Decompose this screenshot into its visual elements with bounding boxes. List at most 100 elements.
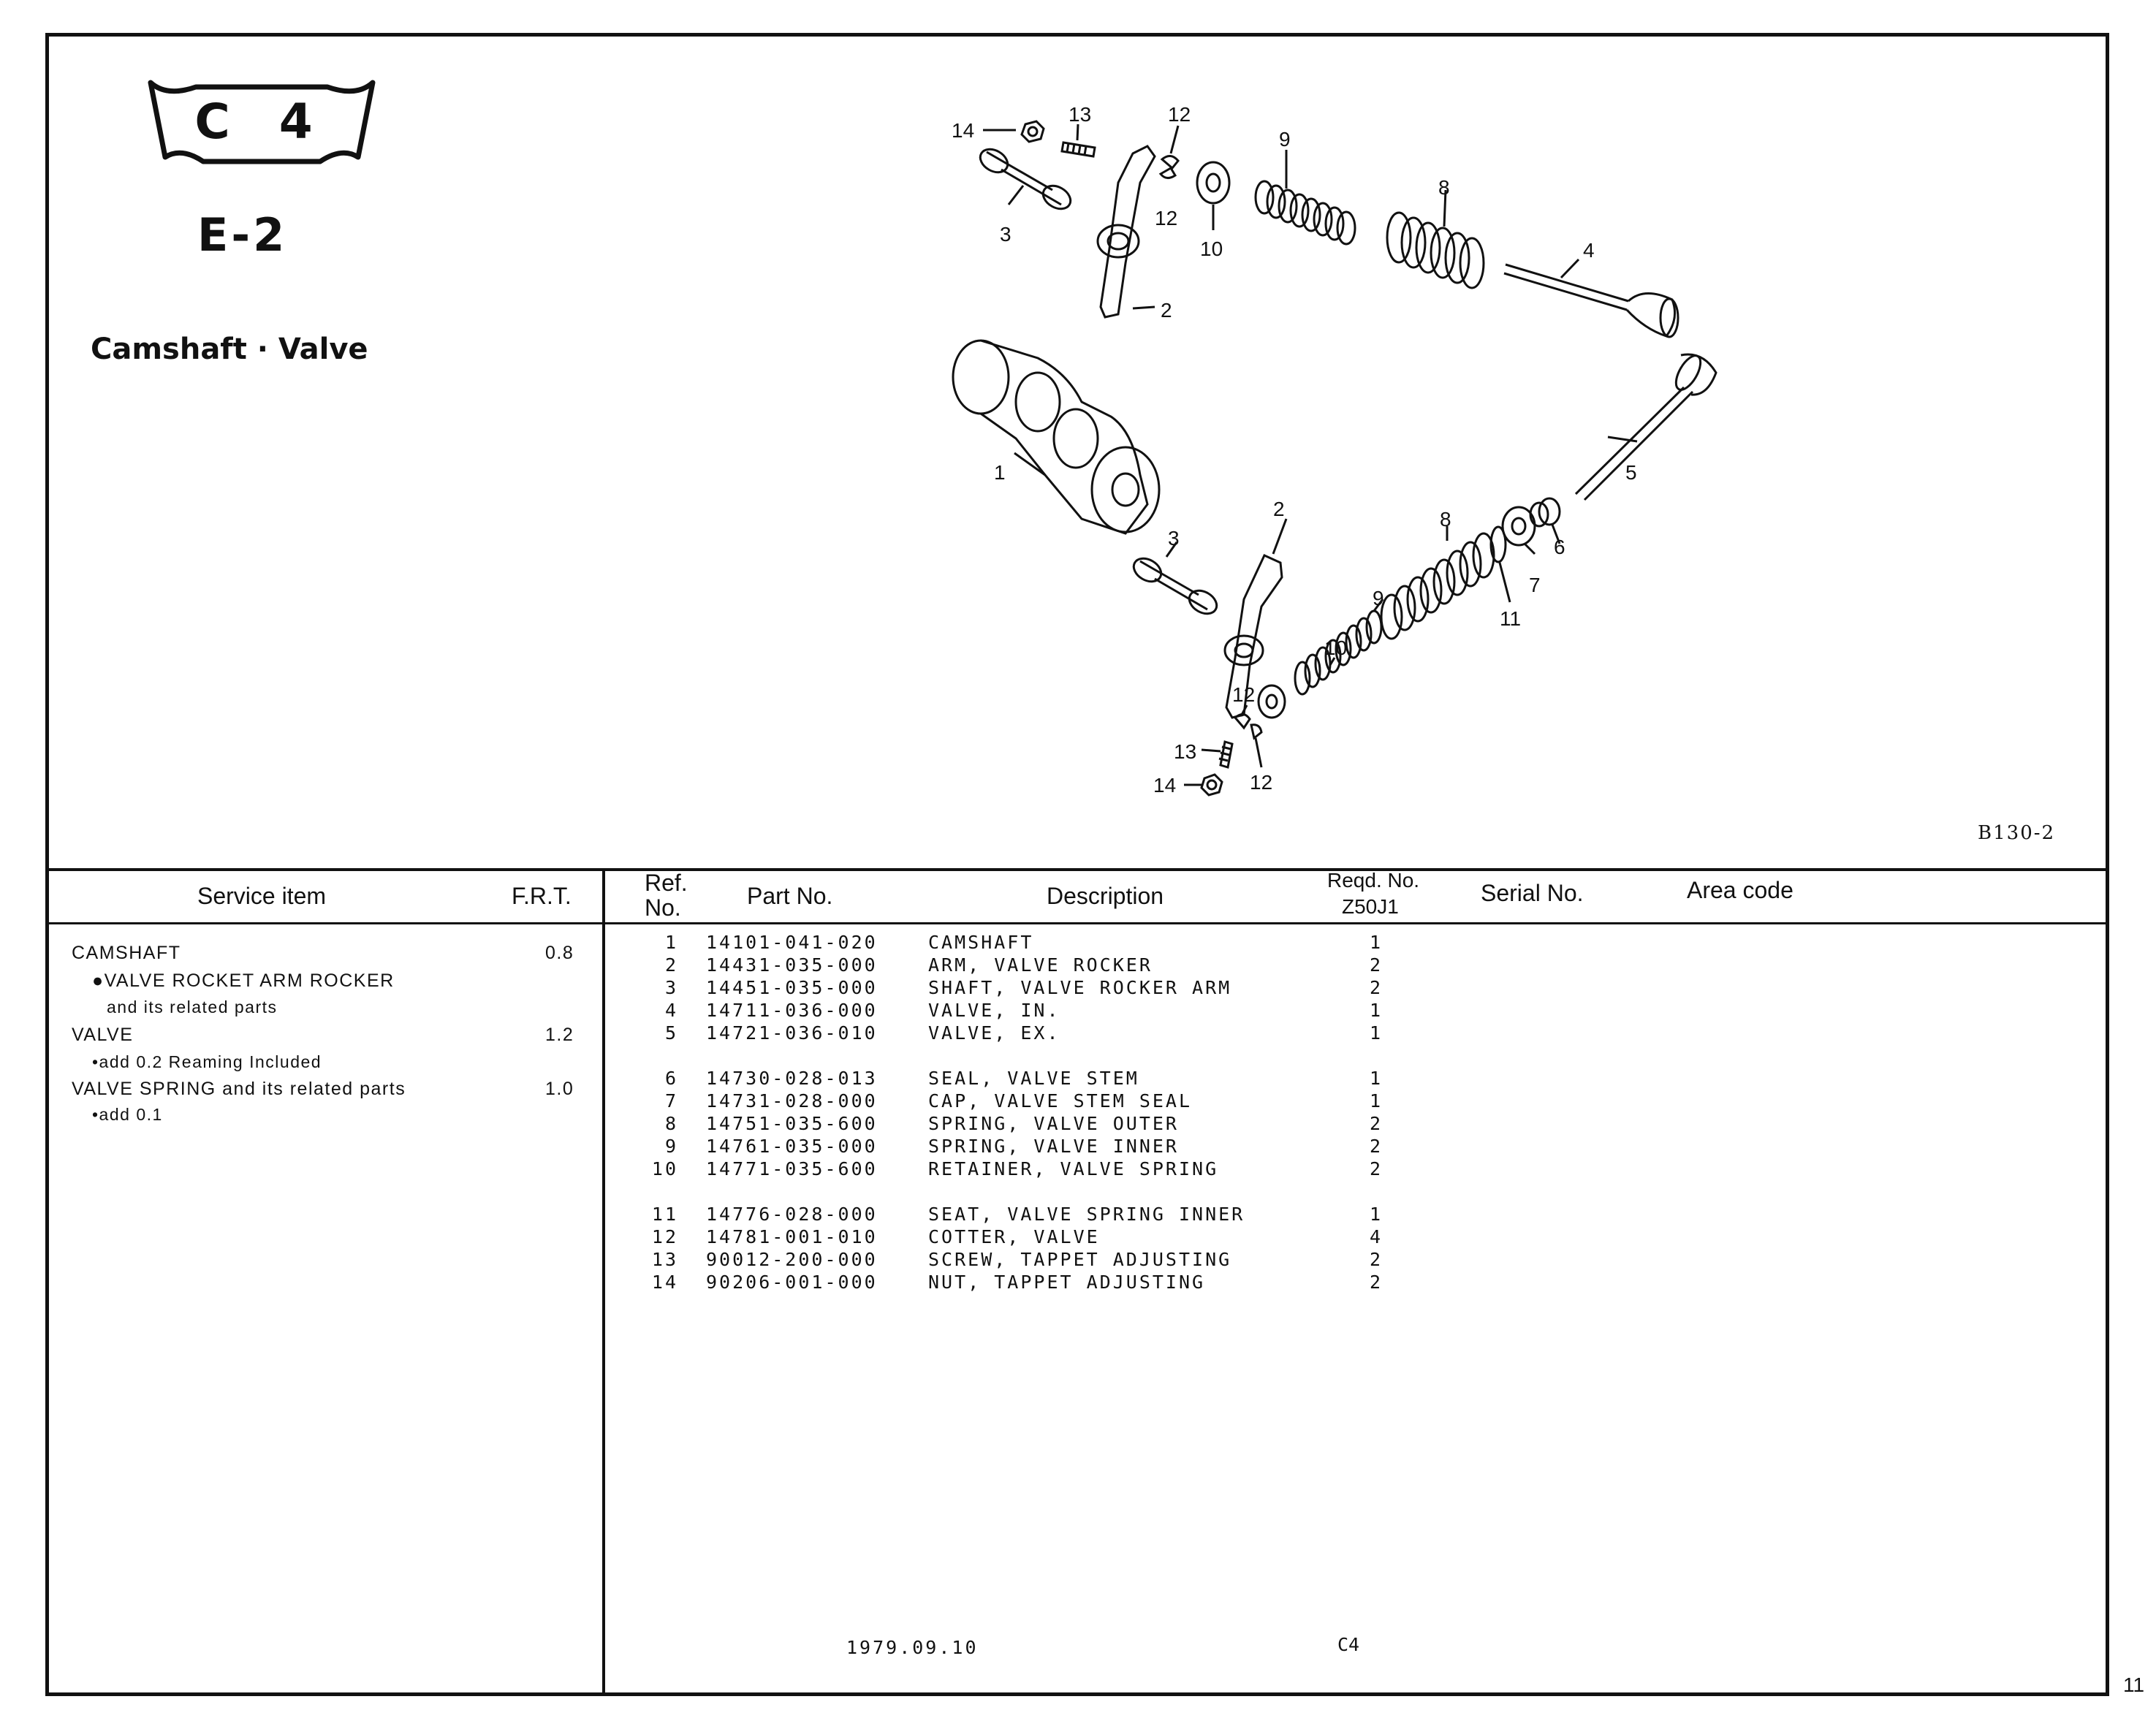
callout: 11	[1500, 607, 1521, 630]
callout: 13	[1174, 740, 1196, 763]
callout: 6	[1554, 536, 1565, 558]
description: SEAL, VALVE STEM	[928, 1068, 1139, 1089]
callout: 1	[994, 461, 1006, 484]
exploded-parts-diagram: 14 13 12 12 9 8 3 10 2 4 1 5 8 2 3 6 7 1…	[952, 103, 1717, 797]
ref-no: 6	[664, 1068, 678, 1089]
ref-no: 10	[651, 1158, 678, 1179]
ref-no: 3	[664, 977, 678, 998]
part-no: 14781-001-010	[706, 1226, 878, 1247]
part-no: 14451-035-000	[706, 977, 878, 998]
description: SCREW, TAPPET ADJUSTING	[928, 1249, 1232, 1270]
description: VALVE, IN.	[928, 1000, 1060, 1021]
service-frt: 0.8	[545, 943, 574, 963]
service-item: CAMSHAFT	[72, 943, 181, 963]
header-frt: F.R.T.	[512, 883, 572, 909]
quantity: 2	[1370, 1136, 1383, 1157]
rocker-arm-lower	[1223, 554, 1283, 719]
ref-no: 2	[664, 954, 678, 976]
description: NUT, TAPPET ADJUSTING	[928, 1272, 1206, 1293]
header-area-code: Area code	[1687, 877, 1793, 903]
service-item: VALVE	[72, 1025, 134, 1045]
rocker-arm-upper	[1096, 145, 1156, 319]
ref-no: 7	[664, 1090, 678, 1112]
quantity: 2	[1370, 954, 1383, 976]
section-badge: C 4	[194, 94, 329, 150]
intake-valve	[1503, 263, 1679, 338]
callout: 7	[1529, 574, 1541, 596]
footer-code: C4	[1337, 1634, 1360, 1655]
ref-no: 5	[664, 1022, 678, 1044]
header-ref: Ref.	[645, 870, 688, 896]
tappet-nut-upper	[1020, 120, 1045, 143]
page-frame	[45, 33, 2109, 1696]
tappet-screw-upper	[1060, 141, 1096, 158]
valve-spring-inner-upper	[1254, 180, 1356, 246]
ref-no: 13	[651, 1249, 678, 1270]
description: COTTER, VALVE	[928, 1226, 1100, 1247]
quantity: 1	[1370, 1090, 1383, 1112]
quantity: 2	[1370, 1249, 1383, 1270]
description: CAP, VALVE STEM SEAL	[928, 1090, 1193, 1112]
rocker-shaft-lower	[1132, 557, 1218, 615]
callout: 12	[1250, 771, 1272, 794]
part-no: 14711-036-000	[706, 1000, 878, 1021]
table-column-divider	[602, 868, 605, 1696]
ref-no: 11	[651, 1204, 678, 1225]
page-title: Camshaft · Valve	[91, 332, 368, 366]
header-part-no: Part No.	[747, 883, 833, 909]
valve-cotter-lower-b	[1250, 723, 1263, 740]
description: SPRING, VALVE INNER	[928, 1136, 1179, 1157]
service-frt: 1.0	[545, 1079, 574, 1099]
header-ref-no: No.	[645, 894, 681, 921]
part-no: 14431-035-000	[706, 954, 878, 976]
description: VALVE, EX.	[928, 1022, 1060, 1044]
callout: 2	[1273, 498, 1285, 520]
quantity: 1	[1370, 1204, 1383, 1225]
header-reqd-no: Reqd. No.	[1327, 869, 1420, 892]
callout: 12	[1232, 683, 1255, 706]
description: SPRING, VALVE OUTER	[928, 1113, 1179, 1134]
quantity: 2	[1370, 977, 1383, 998]
valve-spring-outer-lower	[1380, 532, 1495, 640]
part-no: 14761-035-000	[706, 1136, 878, 1157]
ref-no: 14	[651, 1272, 678, 1293]
part-no: 14101-041-020	[706, 932, 878, 953]
page-number: 11	[2123, 1673, 2145, 1696]
callout: 4	[1583, 239, 1595, 262]
callout: 3	[1000, 223, 1011, 246]
valve-cotter-upper-b	[1158, 166, 1177, 179]
callout: 3	[1168, 527, 1180, 550]
quantity: 1	[1370, 1000, 1383, 1021]
quantity: 4	[1370, 1226, 1383, 1247]
ref-no: 9	[664, 1136, 678, 1157]
description: SEAT, VALVE SPRING INNER	[928, 1204, 1245, 1225]
callout: 8	[1438, 176, 1450, 199]
exhaust-valve	[1574, 353, 1717, 501]
part-no: 14730-028-013	[706, 1068, 878, 1089]
service-item: •add 0.1	[92, 1105, 163, 1124]
part-no: 14776-028-000	[706, 1204, 878, 1225]
valve-stem-seal-cap	[1501, 506, 1536, 547]
valve-spring-outer-upper	[1386, 211, 1485, 289]
valve-cotter-upper-a	[1160, 155, 1180, 170]
description: CAMSHAFT	[928, 932, 1034, 953]
service-item: ●VALVE ROCKET ARM ROCKER	[92, 970, 395, 991]
description: RETAINER, VALVE SPRING	[928, 1158, 1219, 1179]
ref-no: 4	[664, 1000, 678, 1021]
ref-no: 8	[664, 1113, 678, 1134]
part-no: 14751-035-600	[706, 1113, 878, 1134]
callout: 10	[1200, 238, 1223, 260]
rocker-shaft-upper	[979, 148, 1072, 210]
callout: 12	[1155, 207, 1177, 229]
description: ARM, VALVE ROCKER	[928, 954, 1153, 976]
callout: 5	[1625, 461, 1637, 484]
quantity: 2	[1370, 1113, 1383, 1134]
header-service-item: Service item	[197, 883, 327, 909]
part-no: 90012-200-000	[706, 1249, 878, 1270]
callout: 9	[1279, 128, 1291, 151]
quantity: 1	[1370, 932, 1383, 953]
callout: 12	[1168, 103, 1191, 126]
footer-date: 1979.09.10	[846, 1637, 979, 1658]
callout: 10	[1324, 636, 1347, 659]
service-item: VALVE SPRING and its related parts	[72, 1079, 406, 1099]
